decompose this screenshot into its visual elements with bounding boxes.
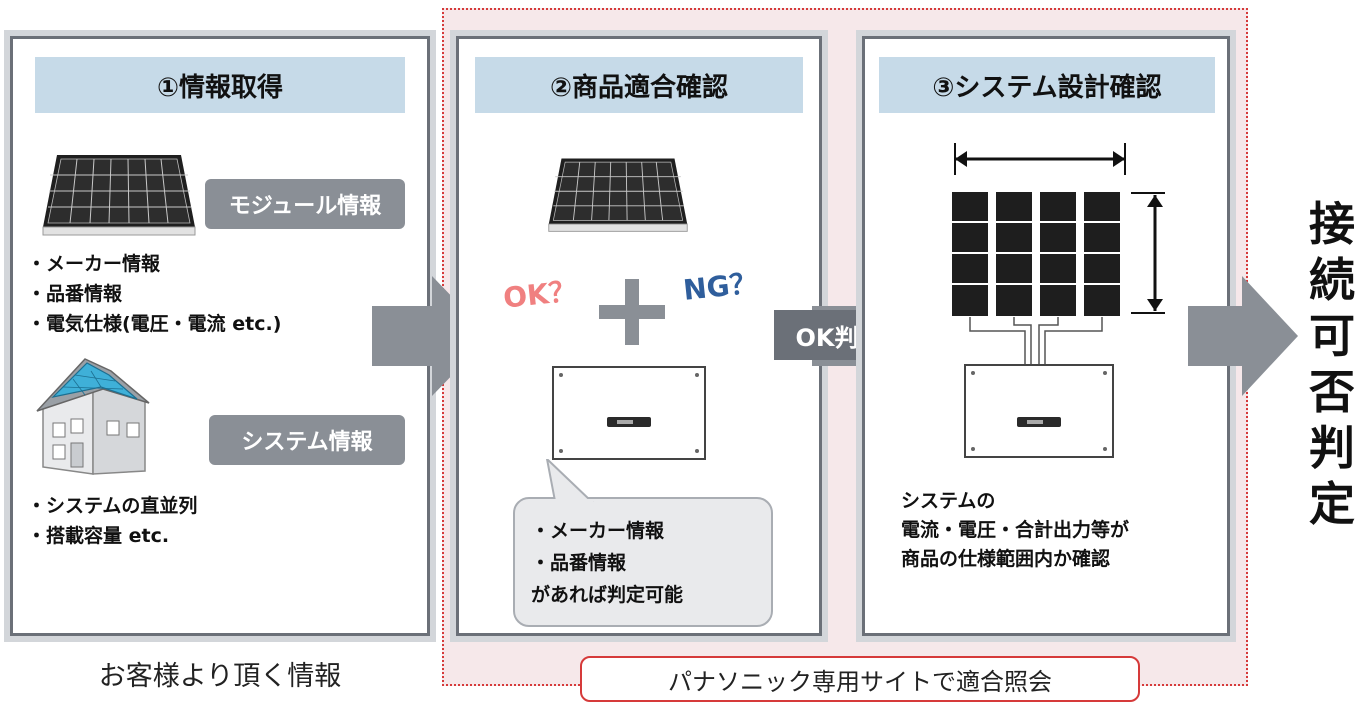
result-char: 定 xyxy=(1309,477,1355,531)
bubble-tail xyxy=(545,459,594,503)
list-item: 商品の仕様範囲内か確認 xyxy=(901,548,1111,570)
connection-judgement-text: 接 続 可 否 判 定 xyxy=(1302,196,1362,532)
list-item: があれば判定可能 xyxy=(531,584,684,606)
inverter-icon xyxy=(552,366,706,460)
arrow-right-icon xyxy=(1188,276,1298,396)
result-char: 接 xyxy=(1309,197,1355,251)
speech-bubble: ・メーカー情報 ・品番情報 があれば判定可能 xyxy=(513,459,773,627)
result-char: 可 xyxy=(1309,309,1355,363)
panel1-title: ①情報取得 xyxy=(35,57,405,113)
ng-label: NG？ xyxy=(681,266,760,307)
system-info-list: ・システムの直並列 ・搭載容量 etc. xyxy=(27,491,197,551)
panel-system-design: ③システム設計確認 システムの xyxy=(862,36,1230,636)
solar-module-icon xyxy=(548,158,688,232)
panasonic-site-label: パナソニック専用サイトで適合照会 xyxy=(580,656,1140,702)
list-item: 電流・電圧・合計出力等が xyxy=(901,519,1130,541)
result-char: 否 xyxy=(1309,365,1355,419)
customer-info-caption: お客様より頂く情報 xyxy=(98,661,342,692)
solar-array-icon xyxy=(950,143,1165,458)
plus-icon xyxy=(599,279,665,345)
list-item: ・品番情報 xyxy=(27,283,123,305)
list-item: ・搭載容量 etc. xyxy=(27,525,170,547)
panel-info-acquisition: ①情報取得 モジュール情報 ・メーカー情報 ・品番情報 ・電気仕様(電圧・電流 … xyxy=(10,36,430,636)
solar-module-icon xyxy=(42,155,196,236)
list-item: ・メーカー情報 xyxy=(27,253,161,275)
list-item: ・メーカー情報 xyxy=(531,520,665,542)
module-info-tag: モジュール情報 xyxy=(205,179,405,229)
list-item: ・品番情報 xyxy=(531,552,627,574)
result-char: 続 xyxy=(1309,253,1355,307)
list-item: ・電気仕様(電圧・電流 etc.) xyxy=(27,313,282,335)
panel-product-compatibility: ②商品適合確認 OK？ NG？ ・メーカー情報 ・品番情報 があれば判定可能 xyxy=(456,36,822,636)
panel3-title: ③システム設計確認 xyxy=(879,57,1215,113)
bubble-text: ・メーカー情報 ・品番情報 があれば判定可能 xyxy=(531,515,683,611)
result-char: 判 xyxy=(1309,421,1355,475)
design-check-text: システムの 電流・電圧・合計出力等が 商品の仕様範囲内か確認 xyxy=(901,487,1129,574)
panel2-title: ②商品適合確認 xyxy=(475,57,803,113)
list-item: システムの xyxy=(901,490,996,512)
list-item: ・システムの直並列 xyxy=(27,495,198,517)
system-info-tag: システム情報 xyxy=(209,415,405,465)
house-icon xyxy=(36,358,150,475)
module-info-list: ・メーカー情報 ・品番情報 ・電気仕様(電圧・電流 etc.) xyxy=(27,249,281,339)
ok-label: OK？ xyxy=(501,274,579,315)
